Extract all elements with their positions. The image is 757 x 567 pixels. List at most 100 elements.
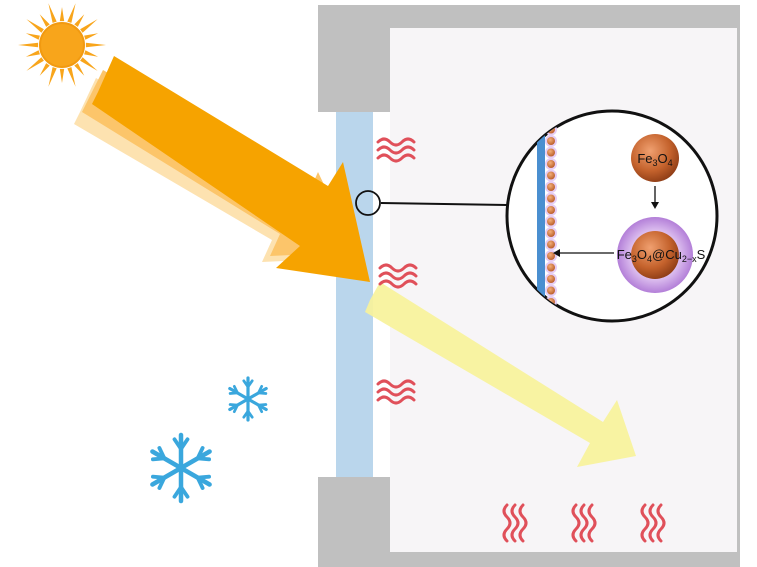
heat-wave-stroke: [518, 503, 528, 543]
heat-wave-stroke: [571, 503, 581, 543]
snowflake-arm: [178, 449, 212, 471]
sun-ray: [48, 3, 57, 23]
snowflake-branch: [232, 403, 239, 414]
nanoparticle-core: [547, 263, 555, 272]
heat-wave-stroke: [378, 271, 418, 281]
snowflake-branch: [172, 437, 183, 451]
heat-wave-stroke: [648, 503, 658, 543]
sun-ray: [25, 50, 40, 57]
nanoparticle-core: [547, 217, 555, 226]
heat-wave-icon: [376, 379, 416, 405]
sun-ray: [26, 19, 44, 33]
core-shell-label: Fe3O4@Cu2−xS: [617, 247, 706, 264]
conversion-arrowhead: [651, 202, 659, 209]
snowflake-arm: [150, 465, 184, 487]
snowflake-branch: [150, 456, 167, 462]
nanoparticle-core: [547, 275, 555, 283]
sun-ray: [74, 63, 85, 76]
coating-film: [537, 111, 545, 320]
sun-ray: [59, 7, 65, 22]
upper-wall: [318, 5, 740, 112]
heat-wave-stroke: [656, 503, 666, 543]
sunlight-arrow-main: [92, 56, 370, 282]
transmitted-light-arrow: [365, 282, 636, 467]
sun-ray: [85, 42, 106, 48]
nanoparticle-core: [547, 286, 555, 295]
heat-wave-stroke: [376, 379, 416, 389]
sun-ray: [26, 57, 44, 71]
snowflake-arm: [246, 397, 268, 412]
nanoparticle-core: [547, 206, 555, 214]
heat-wave-stroke: [640, 503, 650, 543]
magnifier: Fe3O4 Fe3O4@Cu2−xS: [355, 109, 719, 323]
snowflake-arm: [150, 449, 184, 471]
snowflake-arm: [178, 465, 212, 487]
nanoparticle-core: [547, 171, 555, 180]
fe3o4-label: Fe3O4: [637, 151, 672, 168]
sun-ray: [39, 63, 50, 76]
heat-wave-stroke: [579, 503, 589, 543]
fe3o4-particle: [631, 134, 679, 182]
snowflake-branch: [257, 384, 264, 395]
sun-ray: [67, 3, 76, 23]
nanoparticle-core: [547, 148, 555, 157]
heat-wave-stroke: [376, 145, 416, 155]
nanoparticle-core: [547, 194, 555, 203]
snowflake-arm: [228, 386, 250, 401]
heat-wave-icon: [640, 503, 666, 543]
nanoparticle-core: [547, 229, 555, 237]
snowflake-branch: [195, 474, 212, 480]
sun-ray: [74, 14, 85, 27]
sun-ray: [59, 68, 65, 83]
heat-wave-stroke: [502, 503, 512, 543]
snowflake-icon: [150, 432, 212, 504]
sun-ray: [67, 67, 76, 87]
pointer-arrowhead: [553, 249, 560, 257]
core-shell-core: [631, 231, 679, 279]
sun-ray: [25, 33, 40, 40]
snowflake-branch: [195, 446, 205, 461]
sunlight-arrows: [74, 56, 370, 282]
snowflake-icon: [228, 376, 268, 422]
sun-ray: [80, 19, 98, 33]
heat-wave-stroke: [378, 263, 418, 273]
heat-wave-stroke: [376, 137, 416, 147]
heat-wave-stroke: [378, 279, 418, 289]
heat-wave-icon: [502, 503, 528, 543]
sun-ray: [84, 50, 99, 57]
snowflake-arm: [246, 386, 268, 401]
heat-wave-icon: [378, 263, 418, 289]
sun-ray: [80, 57, 98, 71]
heat-wave-stroke: [376, 153, 416, 163]
nanoparticle-core: [547, 240, 555, 249]
nanoparticle-core: [547, 137, 555, 145]
zoom-spot: [355, 190, 381, 216]
room-structure: [318, 5, 740, 567]
heat-wave-stroke: [510, 503, 520, 543]
nanoparticle-core: [547, 252, 555, 260]
nanoparticle-core: [547, 160, 555, 168]
snowflake-branch: [157, 475, 167, 490]
snowflake-arm: [228, 397, 250, 412]
snowflake-branch: [257, 403, 268, 407]
lower-wall: [318, 477, 740, 567]
snowflake-branch: [228, 391, 239, 395]
heat-wave-icon: [571, 503, 597, 543]
sun-ray: [39, 14, 50, 27]
heat-wave-icon: [376, 137, 416, 163]
sun-ray: [18, 42, 39, 48]
sun-ray: [48, 67, 57, 87]
heat-wave-stroke: [376, 395, 416, 405]
nanoparticle-core: [547, 183, 555, 191]
heat-wave-stroke: [376, 387, 416, 397]
snowflake-branch: [246, 409, 254, 419]
sun-ray: [84, 33, 99, 40]
snowflake-branch: [179, 485, 190, 499]
zoom-line: [380, 202, 508, 206]
room-right-border: [737, 5, 740, 567]
heat-wave-stroke: [587, 503, 597, 543]
sun-icon: [18, 3, 106, 87]
snowflake-branch: [242, 379, 250, 389]
